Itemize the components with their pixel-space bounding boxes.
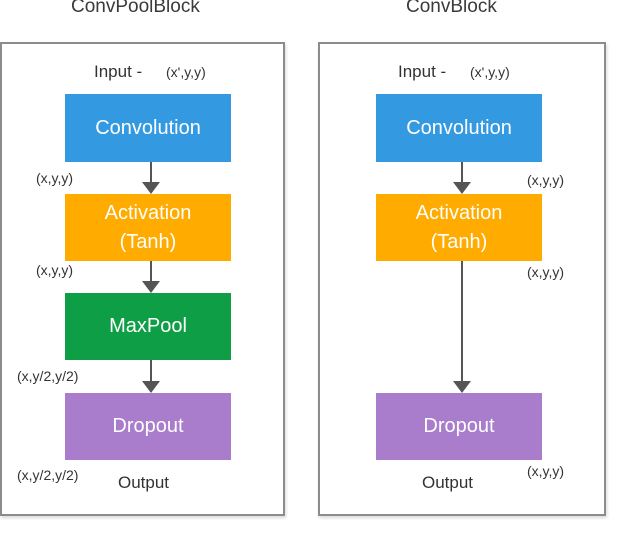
conv-arrow-1 (451, 162, 473, 194)
conv-pool-activation-block: Activation (Tanh) (65, 194, 231, 261)
conv-output-label: Output (422, 473, 474, 492)
conv-pool-dropout-block: Dropout (65, 393, 231, 460)
conv-dims-after-activation: (x,y,y) (527, 264, 565, 280)
conv-pool-convolution-block: Convolution (65, 94, 231, 162)
conv-convolution-label: Convolution (406, 116, 512, 139)
conv-input-label: Input - (398, 62, 447, 81)
conv-pool-activation-sub-label: (Tanh) (119, 230, 177, 253)
conv-dims-after-dropout: (x,y,y) (527, 463, 565, 479)
conv-dropout-label: Dropout (423, 415, 495, 437)
conv-activation-sub-label: (Tanh) (430, 230, 488, 253)
conv-pool-dims-after-activation: (x,y,y) (36, 262, 74, 278)
conv-arrow-2 (451, 261, 473, 393)
conv-pool-activation-label: Activation (104, 201, 192, 224)
conv-pool-dropout-label: Dropout (112, 415, 184, 437)
conv-dropout-block: Dropout (376, 393, 542, 460)
conv-dims-after-convolution: (x,y,y) (527, 172, 565, 188)
conv-pool-output-label: Output (118, 473, 170, 492)
conv-pool-arrow-3 (140, 360, 162, 393)
conv-pool-input-dims: (x',y,y) (166, 64, 206, 80)
conv-pool-maxpool-label: MaxPool (109, 315, 187, 337)
conv-pool-maxpool-block: MaxPool (65, 293, 231, 360)
title-conv-block: ConvBlock (406, 0, 497, 17)
conv-pool-dims-after-convolution: (x,y,y) (36, 170, 74, 186)
title-conv-pool-block: ConvPoolBlock (71, 0, 200, 17)
conv-pool-arrow-1 (140, 162, 162, 194)
conv-activation-block: Activation (Tanh) (376, 194, 542, 261)
conv-activation-label: Activation (415, 201, 503, 224)
conv-pool-input-label: Input - (94, 62, 143, 81)
conv-pool-dims-after-maxpool: (x,y/2,y/2) (17, 368, 79, 384)
conv-pool-dims-after-dropout: (x,y/2,y/2) (17, 467, 79, 483)
conv-pool-convolution-label: Convolution (95, 116, 201, 139)
conv-convolution-block: Convolution (376, 94, 542, 162)
conv-input-dims: (x',y,y) (470, 64, 510, 80)
conv-pool-arrow-2 (140, 261, 162, 293)
